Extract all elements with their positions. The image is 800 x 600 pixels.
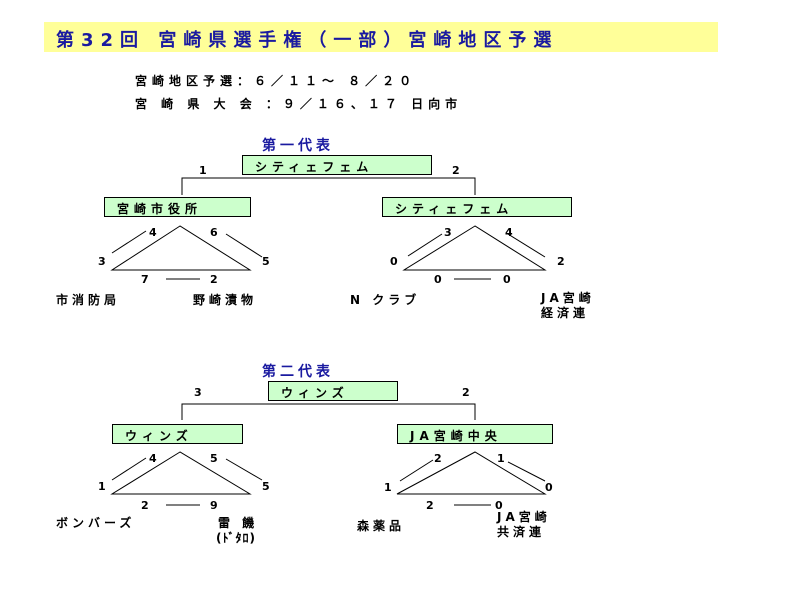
score: 3 bbox=[98, 255, 106, 268]
section-title-2: 第二代表 bbox=[262, 364, 334, 380]
section-title-1: 第一代表 bbox=[262, 138, 334, 154]
page-title: 第32回 宮崎県選手権（一部）宮崎地区予選 bbox=[56, 30, 559, 51]
section2-right-winner-box: JA宮崎中央 bbox=[397, 424, 553, 444]
final-bracket-1 bbox=[181, 177, 476, 195]
team-name: ボンバーズ bbox=[56, 516, 136, 530]
section2-winner-box: ウィンズ bbox=[268, 381, 398, 401]
team-name: 経済連 bbox=[541, 306, 590, 320]
league-triangle-1-right bbox=[402, 225, 547, 271]
score: 4 bbox=[149, 226, 157, 239]
section2-final-right-score: 2 bbox=[462, 386, 470, 399]
score: 4 bbox=[505, 226, 513, 239]
score: 5 bbox=[210, 452, 218, 465]
team-name: JA宮崎 bbox=[541, 291, 595, 305]
team-name: 市消防局 bbox=[56, 293, 121, 307]
section1-final-left-score: 1 bbox=[199, 164, 207, 177]
title-bar bbox=[44, 22, 718, 52]
score: 1 bbox=[384, 481, 392, 494]
score: 5 bbox=[262, 255, 270, 268]
score: 0 bbox=[545, 481, 553, 494]
score: 2 bbox=[141, 499, 149, 512]
score: 2 bbox=[210, 273, 218, 286]
score: 3 bbox=[444, 226, 452, 239]
league-triangle-2-right bbox=[396, 451, 547, 495]
score: 4 bbox=[149, 452, 157, 465]
team-name: N クラブ bbox=[350, 293, 421, 307]
team-name: 森薬品 bbox=[357, 519, 406, 533]
section1-final-right-score: 2 bbox=[452, 164, 460, 177]
score: 2 bbox=[426, 499, 434, 512]
team-name: 雷 饑 bbox=[218, 516, 259, 530]
score: 7 bbox=[141, 273, 149, 286]
score: 2 bbox=[434, 452, 442, 465]
team-name: 共済連 bbox=[497, 525, 546, 539]
section1-right-winner-box: シティェフェム bbox=[382, 197, 572, 217]
team-name: (ﾄﾞﾀﾛ) bbox=[216, 531, 256, 545]
league-triangle-1-left bbox=[110, 225, 252, 271]
score: 0 bbox=[390, 255, 398, 268]
section1-left-winner-box: 宮崎市役所 bbox=[104, 197, 251, 217]
section1-winner-box: シティェフェム bbox=[242, 155, 432, 175]
score: 5 bbox=[262, 480, 270, 493]
team-name: 野崎漬物 bbox=[193, 293, 258, 307]
section2-left-winner-box: ウィンズ bbox=[112, 424, 243, 444]
final-bracket-2 bbox=[181, 403, 476, 420]
team-name: JA宮崎 bbox=[497, 510, 551, 524]
league-triangle-2-left bbox=[110, 451, 252, 495]
score: 2 bbox=[557, 255, 565, 268]
score: 1 bbox=[98, 480, 106, 493]
score: 6 bbox=[210, 226, 218, 239]
score: 0 bbox=[495, 499, 503, 512]
score: 9 bbox=[210, 499, 218, 512]
schedule-regional: 宮崎地区予選：６／１１～ ８／２０ bbox=[135, 74, 417, 88]
schedule-prefectural: 宮 崎 県 大 会 ：９／１６、１７ 日向市 bbox=[135, 97, 463, 111]
score: 0 bbox=[434, 273, 442, 286]
score: 1 bbox=[497, 452, 505, 465]
score: 0 bbox=[503, 273, 511, 286]
section2-final-left-score: 3 bbox=[194, 386, 202, 399]
